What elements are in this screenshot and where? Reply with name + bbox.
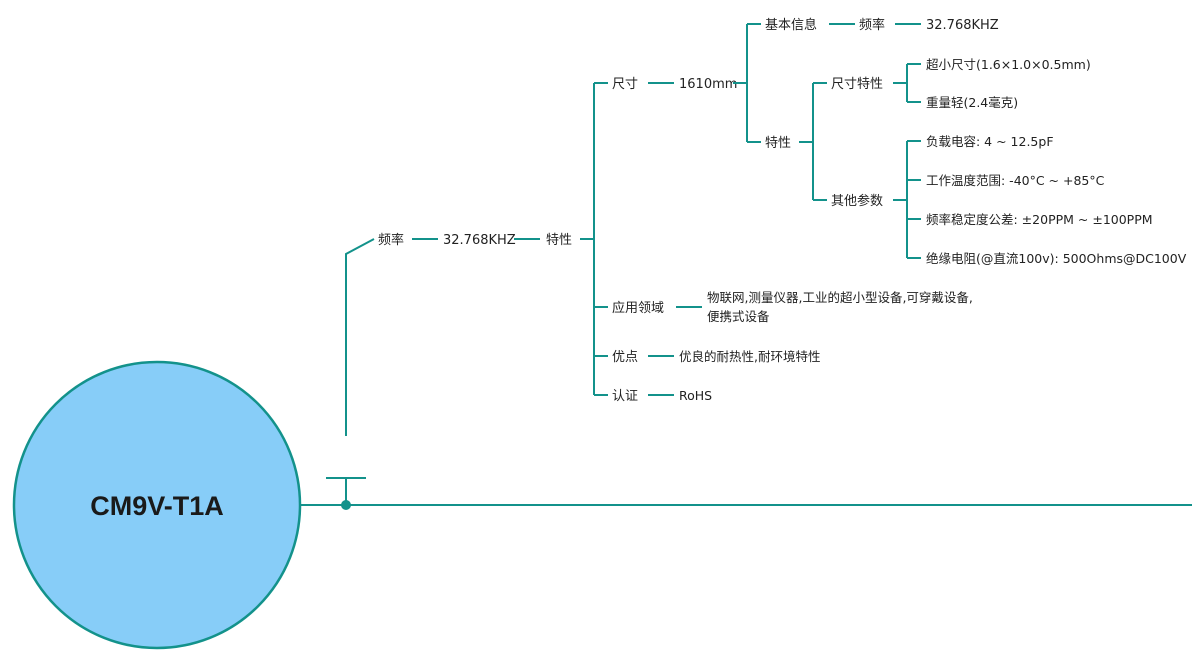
leaf-certification[interactable]: RoHS xyxy=(679,388,712,403)
node-basic-info[interactable]: 基本信息 xyxy=(765,17,817,33)
leaf-size-item[interactable]: 超小尺寸(1.6×1.0×0.5mm) xyxy=(926,57,1091,72)
node-frequency-value[interactable]: 32.768KHZ xyxy=(443,233,516,248)
node-size-value[interactable]: 1610mm xyxy=(679,77,737,92)
leaf-size-item[interactable]: 重量轻(2.4毫克) xyxy=(926,95,1018,110)
leaf-applications-line2[interactable]: 便携式设备 xyxy=(707,309,770,324)
node-frequency[interactable]: 频率 xyxy=(378,232,404,248)
node-size-features-group[interactable]: 特性 xyxy=(765,136,791,151)
node-certification[interactable]: 认证 xyxy=(612,389,638,404)
connector-dot xyxy=(341,500,351,510)
leaf-param-item[interactable]: 负载电容: 4 ~ 12.5pF xyxy=(926,134,1054,149)
branch-line-frequency xyxy=(345,238,375,436)
node-features[interactable]: 特性 xyxy=(546,233,572,248)
leaf-applications-line1[interactable]: 物联网,测量仪器,工业的超小型设备,可穿戴设备, xyxy=(707,290,973,305)
node-advantages[interactable]: 优点 xyxy=(612,350,638,365)
leaf-param-item[interactable]: 频率稳定度公差: ±20PPM ~ ±100PPM xyxy=(926,212,1153,227)
node-other-params[interactable]: 其他参数 xyxy=(831,193,883,209)
root-node[interactable] xyxy=(12,360,302,650)
leaf-param-item[interactable]: 绝缘电阻(@直流100v): 500Ohms@DC100V xyxy=(926,251,1187,266)
node-applications[interactable]: 应用领域 xyxy=(612,300,664,316)
leaf-advantages[interactable]: 优良的耐热性,耐环境特性 xyxy=(679,349,820,364)
node-size[interactable]: 尺寸 xyxy=(612,77,638,92)
node-basic-freq[interactable]: 频率 xyxy=(859,17,885,33)
node-basic-freq-value[interactable]: 32.768KHZ xyxy=(926,18,999,33)
node-size-features[interactable]: 尺寸特性 xyxy=(831,77,883,92)
leaf-param-item[interactable]: 工作温度范围: -40°C ~ +85°C xyxy=(926,173,1105,188)
root-title: CM9V-T1A xyxy=(90,491,224,521)
